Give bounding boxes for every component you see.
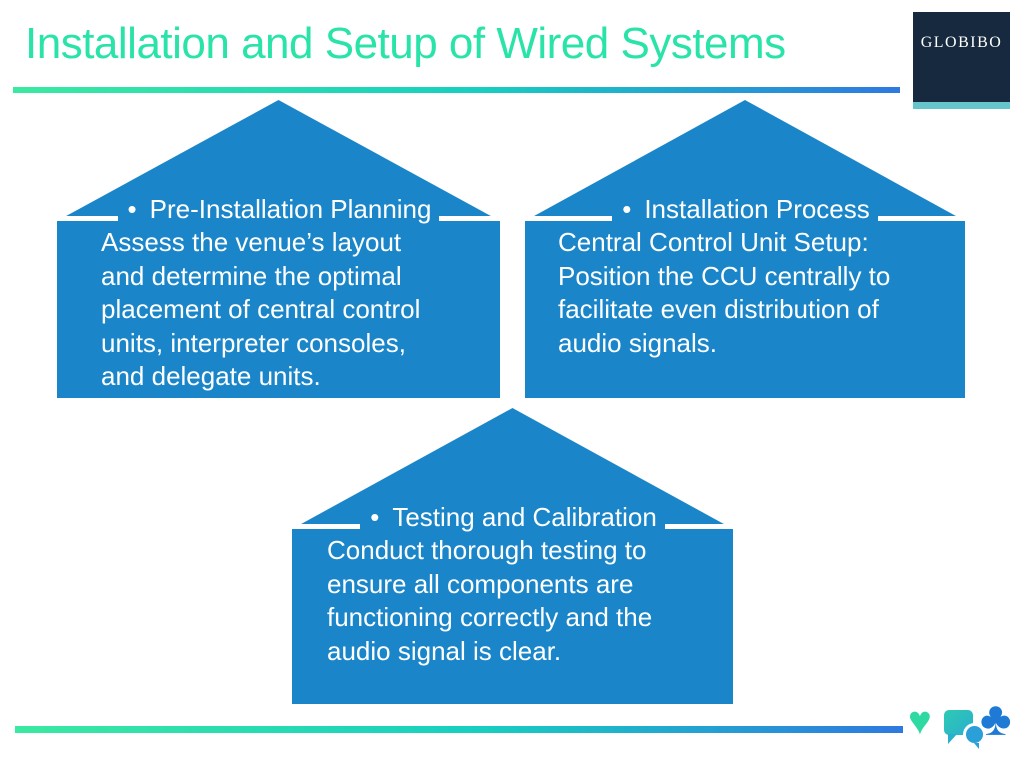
house-content: • Installation Process Central Control Un… — [525, 193, 965, 360]
eave-line-left — [57, 216, 118, 221]
house-title-text: Installation Process — [644, 194, 870, 224]
chat-icon — [944, 710, 986, 749]
paragraph-line: ensure all components are — [327, 568, 634, 599]
globibo-logo-text: GLOBIBO — [920, 34, 1003, 51]
house-body — [57, 220, 500, 398]
paragraph-line: audio signal is clear. — [327, 635, 562, 666]
eave-line-right — [664, 524, 734, 529]
house-content: • Pre-Installation Planning Assess the ve… — [57, 193, 501, 394]
title-underline-gradient — [13, 87, 900, 93]
paragraph-line: Position the CCU centrally to — [558, 260, 891, 291]
bullet-icon: • — [622, 194, 632, 224]
paragraph-line: Central Control Unit Setup: — [558, 227, 869, 257]
footer-gradient-bar — [15, 726, 903, 733]
footer-brand-icons: ♥ ♣ — [908, 696, 1020, 752]
chat-bubble-tail — [948, 734, 957, 744]
house-title-row: • Testing and Calibration — [292, 501, 734, 534]
globibo-logo-strip — [913, 102, 1010, 109]
eave-line-left — [525, 216, 613, 221]
page-title: Installation and Setup of Wired Systems — [25, 19, 786, 68]
paragraph-line: units, interpreter consoles, — [101, 327, 406, 358]
house-title: • Testing and Calibration — [360, 501, 665, 534]
paragraph-line: Conduct thorough testing to — [327, 535, 647, 565]
globibo-logo-box: GLOBIBO — [913, 12, 1010, 102]
chat-bubble-small-tail — [974, 743, 979, 749]
paragraph-line: audio signals. — [558, 327, 717, 358]
house-title-text: Pre-Installation Planning — [149, 194, 432, 224]
house-shape-installation-process: • Installation Process Central Control Un… — [525, 100, 965, 398]
paragraph-line: placement of central control — [101, 294, 421, 324]
paragraph-line: functioning correctly and the — [327, 602, 653, 632]
house-content: • Testing and Calibration Conduct thoroug… — [292, 501, 734, 668]
house-body — [292, 528, 733, 704]
club-icon: ♣ — [980, 693, 1012, 746]
paragraph-line: facilitate even distribution of — [558, 294, 879, 324]
bullet-icon: • — [370, 502, 380, 532]
house-shape-testing-and-calibration: • Testing and Calibration Conduct thoroug… — [292, 408, 734, 704]
paragraph-line: and delegate units. — [101, 361, 321, 391]
eave-line-right — [877, 216, 965, 221]
house-title-text: Testing and Calibration — [392, 502, 657, 532]
house-paragraph: Conduct thorough testing to ensure all c… — [292, 534, 733, 668]
bullet-icon: • — [127, 194, 137, 224]
house-title-row: • Installation Process — [525, 193, 965, 226]
house-title: • Installation Process — [612, 193, 878, 226]
heart-icon: ♥ — [908, 699, 932, 743]
globibo-logo: GLOBIBO — [913, 12, 1010, 109]
house-title-row: • Pre-Installation Planning — [57, 193, 501, 226]
house-body — [525, 220, 965, 398]
eave-line-right — [439, 216, 501, 221]
paragraph-line: and determine the optimal — [101, 260, 402, 291]
house-title: • Pre-Installation Planning — [118, 193, 440, 226]
house-shape-pre-installation-planning: • Pre-Installation Planning Assess the ve… — [57, 100, 501, 398]
eave-line-left — [292, 524, 361, 529]
house-paragraph: Assess the venue’s layout and determine … — [57, 226, 500, 394]
house-paragraph: Central Control Unit Setup: Position the… — [525, 226, 965, 360]
paragraph-line: Assess the venue’s layout — [101, 227, 402, 257]
